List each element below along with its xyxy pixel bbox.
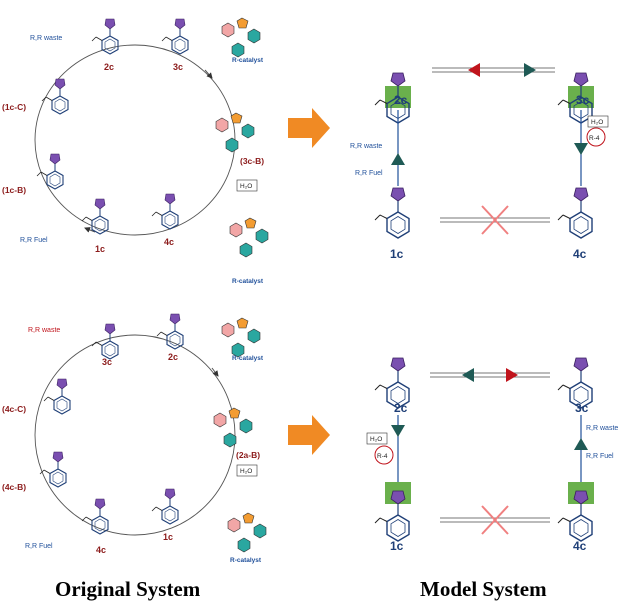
compound-4c-label: 4c (164, 237, 174, 247)
red-triangle (468, 63, 480, 77)
model-1c-structure (374, 490, 410, 542)
model-2c-label: 2c (394, 93, 408, 107)
model-3c-label: 3c (576, 93, 590, 107)
r-catalyst-structure-2 (229, 217, 269, 258)
intermediate-2a-b-label: (2a-B) (236, 450, 260, 460)
compound-3c-label: 3c (102, 357, 112, 367)
fuel-label: R,R Fuel (25, 543, 53, 550)
water-box (587, 115, 609, 128)
intermediate-4c-b-label: (4c-B) (2, 482, 26, 492)
compound-4c-label: 4c (96, 545, 106, 555)
up-triangle (574, 438, 588, 450)
compound-2c-structure (91, 18, 119, 55)
compound-2c-structure (156, 313, 184, 350)
compound-4c-structure (151, 193, 179, 230)
up-triangle (391, 153, 405, 165)
model-2c-label: 2c (394, 401, 408, 415)
transform-arrow-bottom (288, 415, 330, 455)
r4-circle (374, 445, 394, 465)
compound-3c-structure (161, 18, 189, 55)
compound-4c-structure (81, 498, 109, 535)
model-fuel-label: R,R Fuel (586, 453, 614, 460)
compound-3c-structure (91, 323, 119, 360)
model-1c-structure (374, 187, 410, 239)
cycle-path (34, 334, 236, 536)
top-model-system: 2c 3c R,R waste R,R Fuel H₂O R-4 1c 4c (350, 63, 609, 261)
cycle-path (34, 44, 236, 236)
caption-original-system: Original System (55, 577, 201, 601)
blocked-x (481, 505, 509, 535)
compound-2c-label: 2c (104, 62, 114, 72)
compound-1c-label: 1c (163, 532, 173, 542)
model-4c-structure (557, 490, 593, 542)
water-box (236, 179, 258, 192)
intermediate-3c-b-label: (3c-B) (240, 156, 264, 166)
model-1c-label: 1c (390, 247, 404, 261)
r-catalyst-structure (221, 17, 261, 58)
intermediate-1c-c-label: (1c-C) (2, 102, 26, 112)
intermediate-1c-b-label: (1c-B) (2, 185, 26, 195)
compound-1c-label: 1c (95, 244, 105, 254)
r-catalyst-structure-2 (227, 512, 267, 553)
waste-label: R,R waste (30, 35, 62, 42)
water-label: H₂O (370, 436, 382, 443)
compound-1c-structure (151, 488, 179, 525)
model-fuel-label: R,R Fuel (355, 170, 383, 177)
r-catalyst-label: R-catalyst (232, 57, 264, 64)
water-label: H₂O (240, 183, 252, 190)
r4-label: R-4 (589, 135, 600, 142)
water-label: H₂O (591, 119, 603, 126)
blocked-x (481, 205, 509, 235)
transform-arrow-top (288, 108, 330, 148)
model-1c-label: 1c (390, 539, 404, 553)
down-triangle (574, 143, 588, 155)
intermediate-2a-b-structure (213, 407, 253, 448)
top-original-cycle: 2c 3c R-catalyst 4c 1c (3c-B) (1c-C) (1c… (2, 17, 269, 285)
intermediate-4c-c-structure (43, 378, 71, 415)
model-3c-label: 3c (575, 401, 589, 415)
compound-2c-label: 2c (168, 352, 178, 362)
r-catalyst-label-2: R-catalyst (232, 278, 264, 285)
green-triangle (462, 368, 474, 382)
water-label: H₂O (240, 468, 252, 475)
water-box (236, 464, 258, 477)
bottom-model-system: 2c 3c H₂O R-4 R,R waste R,R Fuel 1c 4c (366, 357, 618, 553)
r-catalyst-label-2: R-catalyst (230, 557, 262, 564)
model-4c-structure (557, 187, 593, 239)
model-waste-label: R,R waste (350, 143, 382, 150)
fuel-label: R,R Fuel (20, 237, 48, 244)
r4-label: R-4 (377, 453, 388, 460)
r4-circle (586, 127, 606, 147)
down-triangle (391, 425, 405, 437)
model-4c-label: 4c (573, 247, 587, 261)
intermediate-4c-c-label: (4c-C) (2, 404, 26, 414)
cycle-arrowhead (211, 367, 219, 377)
caption-model-system: Model System (420, 577, 547, 601)
model-waste-label: R,R waste (586, 425, 618, 432)
green-triangle (524, 63, 536, 77)
r-catalyst-label: R-catalyst (232, 355, 264, 362)
r-catalyst-structure (221, 317, 261, 358)
bottom-original-cycle: 3c 2c R-catalyst 4c 1c (2a-B) (4c-C) (4c… (2, 313, 267, 564)
cycle-arrowhead (84, 227, 96, 233)
cycle-arrowhead (204, 69, 213, 79)
compound-3c-label: 3c (173, 62, 183, 72)
waste-label: R,R waste (28, 327, 60, 334)
water-box (366, 432, 388, 445)
model-4c-label: 4c (573, 539, 587, 553)
red-triangle (506, 368, 518, 382)
intermediate-4c-b-structure (39, 451, 67, 488)
